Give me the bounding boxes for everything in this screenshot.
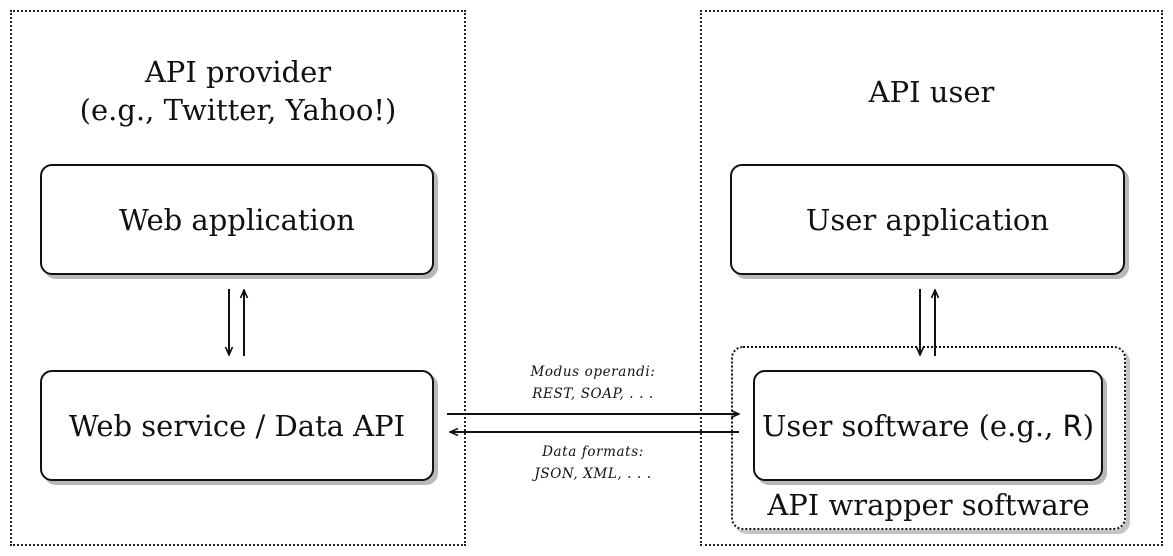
- api-wrapper-software-label: API wrapper software: [767, 488, 1090, 522]
- modus-operandi-values: REST, SOAP, . . .: [532, 386, 654, 402]
- data-formats-values: JSON, XML, . . .: [534, 466, 652, 482]
- data-formats-annotation: Data formats: JSON, XML, . . .: [483, 441, 703, 485]
- data-formats-label: Data formats:: [542, 444, 644, 460]
- api-user-panel: API user: [700, 10, 1163, 546]
- user-application-box: User application: [730, 164, 1125, 275]
- web-application-box: Web application: [40, 164, 434, 275]
- web-application-label: Web application: [119, 202, 355, 237]
- api-wrapper-software-frame: [731, 346, 1126, 530]
- web-service-data-api-box: Web service / Data API: [40, 370, 434, 481]
- user-software-suffix: ): [1082, 408, 1095, 443]
- user-software-prefix: User software (e.g.,: [761, 408, 1063, 443]
- api-provider-title: API provider: [144, 55, 332, 89]
- api-provider-panel: API provider (e.g., Twitter, Yahoo!): [10, 10, 466, 546]
- modus-operandi-label: Modus operandi:: [530, 364, 656, 380]
- modus-operandi-annotation: Modus operandi: REST, SOAP, . . .: [483, 361, 703, 405]
- web-service-label: Web service / Data API: [68, 408, 406, 443]
- r-language-name: R: [1062, 408, 1083, 443]
- user-software-box: User software (e.g., R): [753, 370, 1103, 481]
- api-provider-subtitle: (e.g., Twitter, Yahoo!): [79, 93, 397, 127]
- user-application-label: User application: [805, 202, 1050, 237]
- user-software-label: User software (e.g., R): [762, 409, 1094, 443]
- api-user-title: API user: [868, 75, 995, 109]
